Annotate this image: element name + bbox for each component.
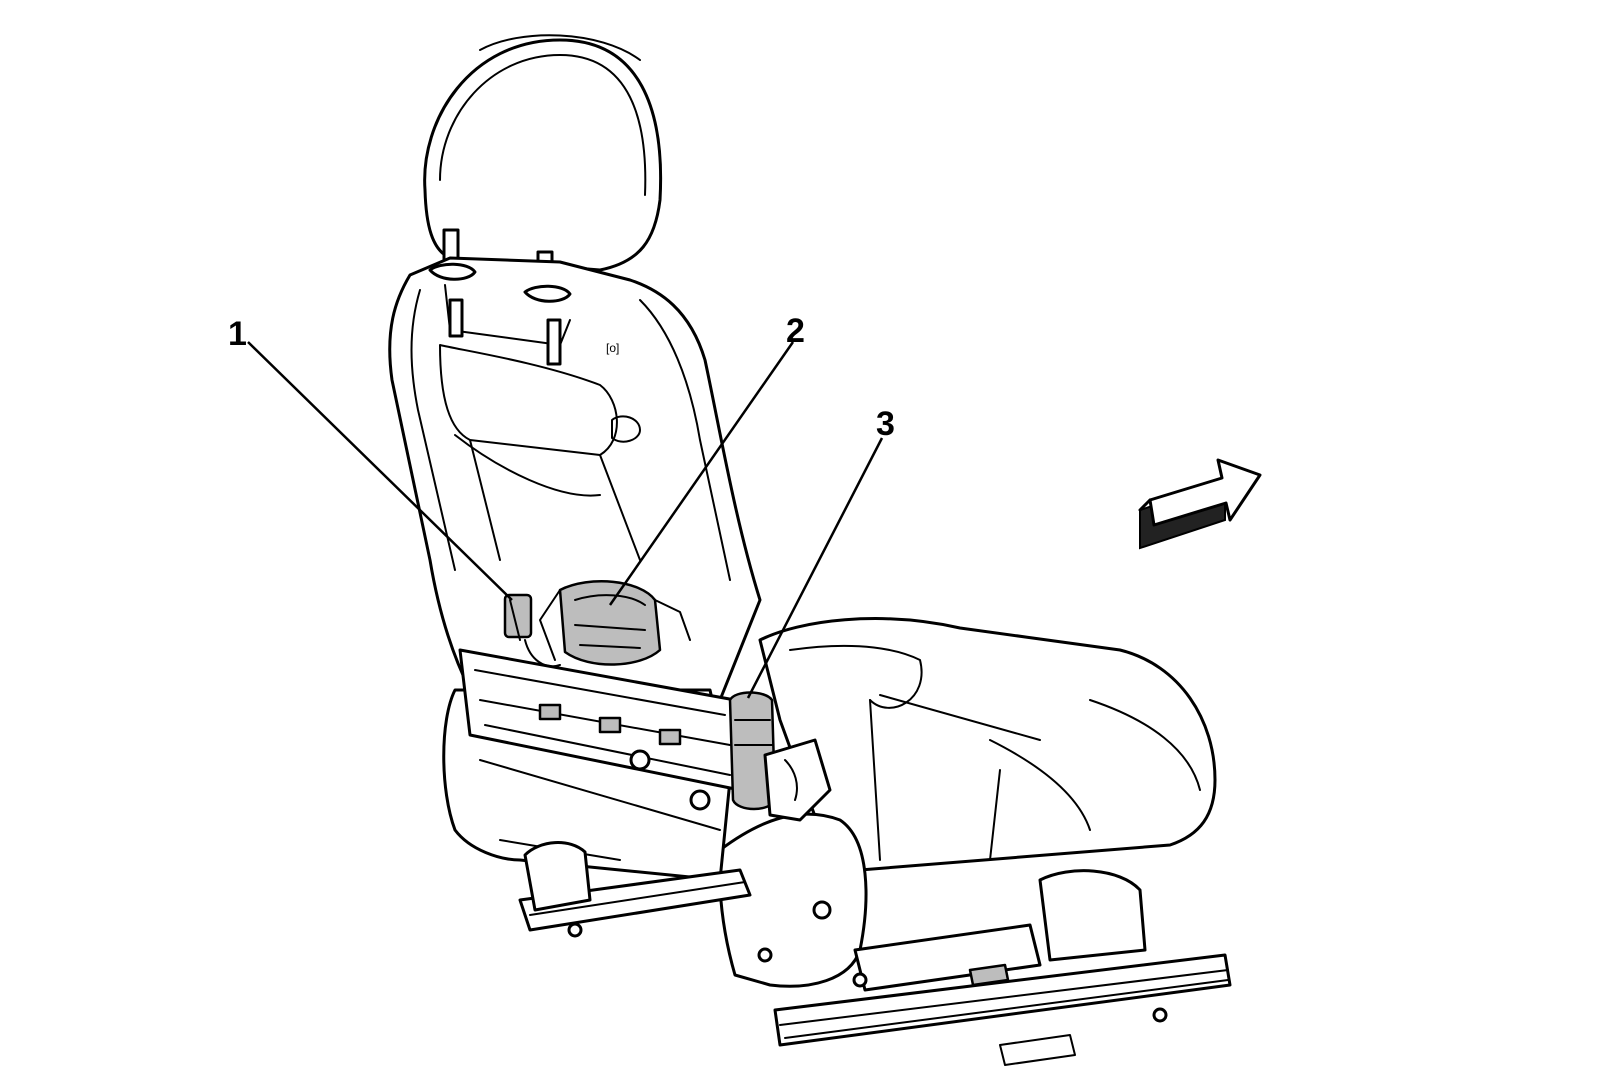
leader-line-2 <box>608 341 795 606</box>
seat-track-right <box>773 869 1232 1066</box>
svg-text:[o]: [o] <box>606 341 619 355</box>
callout-2: 2 <box>786 312 805 350</box>
callout-3: 3 <box>876 405 895 443</box>
leader-lines <box>247 341 884 699</box>
seat-track-left <box>518 841 752 938</box>
item-3-connector <box>728 691 832 822</box>
leader-line-1 <box>247 341 513 601</box>
item-2-module <box>539 580 691 666</box>
forward-arrow-icon <box>1138 458 1262 550</box>
callout-1: 1 <box>228 315 247 353</box>
recliner-bracket <box>458 648 742 811</box>
leader-line-3 <box>746 437 884 699</box>
item-1-component <box>503 593 561 668</box>
callouts: 1 2 3 <box>228 312 895 443</box>
seat-cushion <box>758 617 1217 872</box>
seat-back: [o] <box>388 256 762 702</box>
side-shield <box>718 812 868 988</box>
